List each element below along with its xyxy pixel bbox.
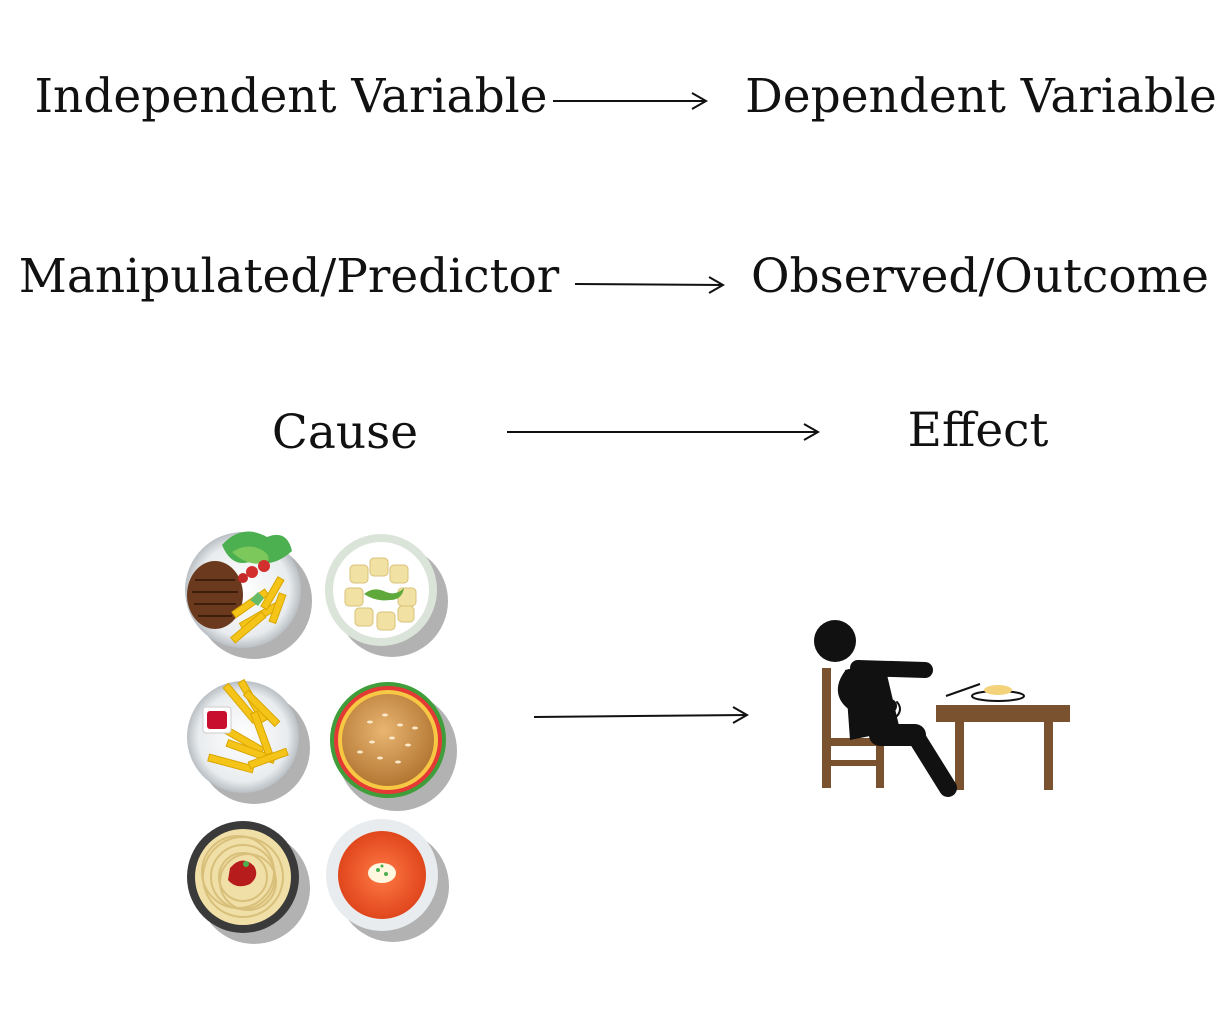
arrow-row-1: [553, 92, 709, 110]
arrow-food-to-person: [533, 706, 750, 724]
term-independent-variable: Independent Variable: [34, 69, 548, 124]
term-effect: Effect: [907, 403, 1049, 458]
spaghetti-plate-icon: [187, 821, 310, 944]
tomato-soup-bowl-icon: [326, 819, 449, 942]
term-observed-outcome: Observed/Outcome: [751, 249, 1209, 304]
burger-plate-icon: [330, 682, 457, 811]
table: [936, 705, 1070, 790]
chair: [822, 668, 884, 788]
term-cause: Cause: [271, 405, 419, 460]
steak-fries-plate-icon: [185, 531, 312, 659]
arrow-row-2: [574, 276, 726, 294]
person-silhouette: [814, 620, 957, 797]
fries-ketchup-plate-icon: [187, 678, 310, 804]
small-plate-on-table: [945, 683, 1025, 702]
term-manipulated-predictor: Manipulated/Predictor: [18, 249, 560, 304]
full-person-leaning-back-from-table-icon: [814, 620, 1070, 797]
ravioli-plate-icon: [325, 534, 448, 657]
arrow-row-3: [507, 423, 821, 441]
term-dependent-variable: Dependent Variable: [745, 69, 1217, 124]
